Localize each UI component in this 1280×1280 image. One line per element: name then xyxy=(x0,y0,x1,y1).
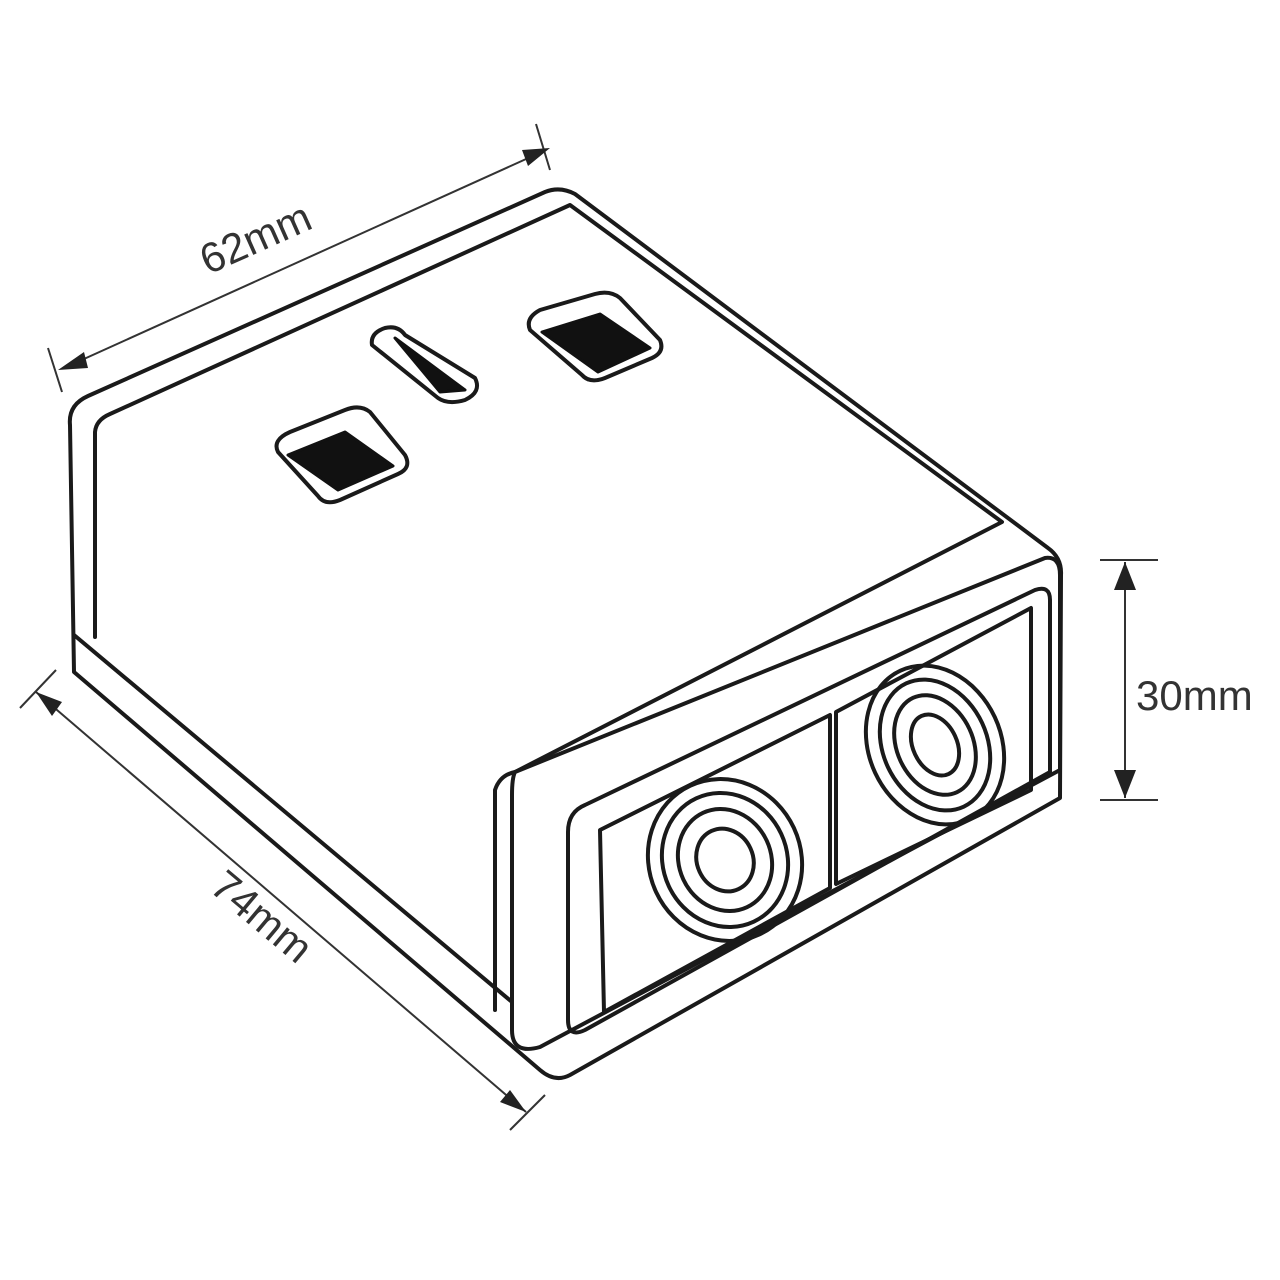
right-cable-gland xyxy=(863,663,1007,827)
left-pin-hole xyxy=(286,430,395,492)
width-dimension xyxy=(47,123,551,393)
gland-ring xyxy=(675,807,775,913)
left-port-panel xyxy=(598,713,832,1014)
earth-pin-hole xyxy=(393,336,467,394)
top-panel xyxy=(93,203,1004,1012)
depth-dimension xyxy=(19,669,546,1131)
right-pin-hole xyxy=(540,312,652,374)
width-label: 62mm xyxy=(193,193,319,283)
gland-ring xyxy=(645,777,805,943)
gland-ring xyxy=(877,677,993,813)
height-dimension xyxy=(1100,559,1158,801)
height-label: 30mm xyxy=(1136,672,1253,719)
base-lip xyxy=(72,633,514,1004)
gland-ring xyxy=(659,791,791,929)
gland-ring xyxy=(863,663,1007,827)
gland-ring xyxy=(694,826,756,894)
depth-label: 74mm xyxy=(202,861,322,972)
gland-ring xyxy=(892,693,978,797)
front-frame xyxy=(566,586,1052,1035)
right-port-panel xyxy=(834,606,1033,886)
left-cable-gland xyxy=(645,777,805,943)
